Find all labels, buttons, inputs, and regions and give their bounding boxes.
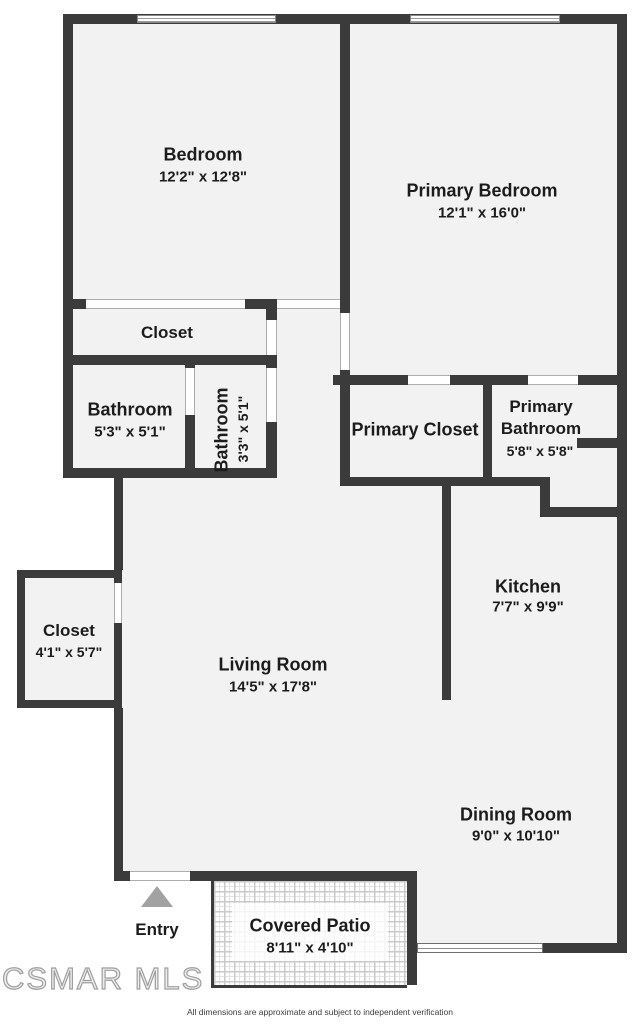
opening-primary-closet-door <box>408 375 450 385</box>
wall-left-closet-right-upper <box>114 578 122 583</box>
wall-top-exterior <box>63 14 627 24</box>
wall-kitchen-step-vertical <box>540 477 550 517</box>
wall-primary-bottom-2 <box>450 375 528 385</box>
room-dims-bedroom: 12'2" x 12'8" <box>158 168 248 186</box>
room-dims-primary-bathroom: 5'8" x 5'8" <box>506 443 574 459</box>
room-label-primary-bathroom-line1: Primary <box>509 397 573 416</box>
wall-bath-divider-top <box>185 365 195 368</box>
room-label-primary-closet: Primary Closet <box>351 419 479 440</box>
wall-primary-closet-left <box>340 370 350 483</box>
wall-right-exterior <box>617 14 627 953</box>
room-fill-bedroom-wing <box>63 14 350 478</box>
wall-bedroom-bottom-right <box>245 299 277 309</box>
wall-kitchen-living-divider <box>442 486 451 700</box>
room-label-living-room: Living Room <box>218 654 328 675</box>
opening-closet-door <box>266 320 277 355</box>
wall-bottom-entry-left <box>114 871 130 881</box>
wall-bedroom-bottom-left <box>63 299 86 309</box>
opening-primary-bedroom-door <box>340 313 350 370</box>
opening-left-closet-door <box>114 583 122 623</box>
room-dims-kitchen: 7'7" x 9'9" <box>492 598 564 616</box>
disclaimer-text: All dimensions are approximate and subje… <box>186 1007 454 1017</box>
entry-arrow-icon <box>141 886 173 907</box>
wall-patio-right <box>407 881 417 985</box>
wall-bathrooms-bottom <box>63 468 277 478</box>
wall-bottom-over-patio <box>190 871 417 881</box>
watermark-csmar-mls: CSMAR MLS <box>1 960 205 996</box>
room-dims-covered-patio: 8'11" x 4'10" <box>266 939 354 957</box>
wall-between-bedrooms <box>340 24 350 313</box>
wall-bathroom2-right-lower <box>266 422 277 478</box>
wall-left-closet-bottom <box>17 700 122 708</box>
room-dims-dining-room: 9'0" x 10'10" <box>471 827 561 845</box>
window-bedroom <box>137 15 276 23</box>
wall-closet-bottom <box>63 355 277 365</box>
room-dims-primary-bedroom: 12'1" x 16'0" <box>437 204 527 222</box>
room-label-closet-left: Closet <box>43 621 95 640</box>
wall-closet-right-mid <box>266 355 277 368</box>
room-label-primary-bedroom: Primary Bedroom <box>406 180 558 201</box>
room-dims-closet-left: 4'1" x 5'7" <box>35 644 103 660</box>
sliding-glass-door <box>417 943 543 953</box>
opening-bedroom-door <box>277 299 340 309</box>
opening-bathroom2-door <box>266 368 277 422</box>
room-label-primary-bathroom-line2: Bathroom <box>500 419 582 438</box>
window-primary-bedroom <box>410 15 560 23</box>
room-fill-living-area <box>114 478 627 881</box>
wall-closet-right-upper <box>266 299 277 320</box>
wall-left-closet-right-lower <box>114 623 122 700</box>
wall-bottom-right <box>543 943 627 953</box>
wall-bath-divider-lower <box>185 415 195 478</box>
wall-living-left-lower <box>114 708 123 881</box>
room-label-bathroom1: Bathroom <box>87 399 173 420</box>
opening-entry-door <box>130 871 190 881</box>
entry-label: Entry <box>135 920 179 939</box>
opening-bathroom1-door <box>185 368 195 415</box>
room-label-bedroom: Bedroom <box>163 144 243 165</box>
wall-left-exterior <box>63 14 73 478</box>
wall-pcloset-pbath-divider <box>483 385 492 477</box>
room-dims-bathroom1: 5'3" x 5'1" <box>94 423 166 441</box>
wall-left-closet-top <box>17 570 122 578</box>
wall-primary-bottom-3 <box>578 375 627 385</box>
wall-kitchen-step-horizontal <box>540 507 627 517</box>
wall-primary-bath-stub <box>577 438 627 448</box>
wall-living-left-upper <box>114 478 123 570</box>
room-label-kitchen: Kitchen <box>494 576 562 597</box>
room-label-bathroom2: Bathroom <box>211 387 232 473</box>
wall-primary-closet-bottom <box>340 477 548 486</box>
wall-left-closet-left <box>17 570 25 708</box>
room-dims-bathroom2: 3'3" x 5'1" <box>235 395 251 463</box>
room-dims-living-room: 14'5" x 17'8" <box>228 678 318 696</box>
patio-label-backing <box>232 903 388 961</box>
room-label-closet-top: Closet <box>141 323 193 342</box>
room-label-covered-patio: Covered Patio <box>249 915 371 936</box>
room-label-dining-room: Dining Room <box>460 804 572 825</box>
opening-primary-bath-door <box>528 375 578 385</box>
room-fill-dining-strip <box>417 871 627 953</box>
opening-bedroom-closet <box>86 299 245 309</box>
wall-primary-bottom-1 <box>333 375 408 385</box>
room-fill-left-closet <box>17 570 122 708</box>
